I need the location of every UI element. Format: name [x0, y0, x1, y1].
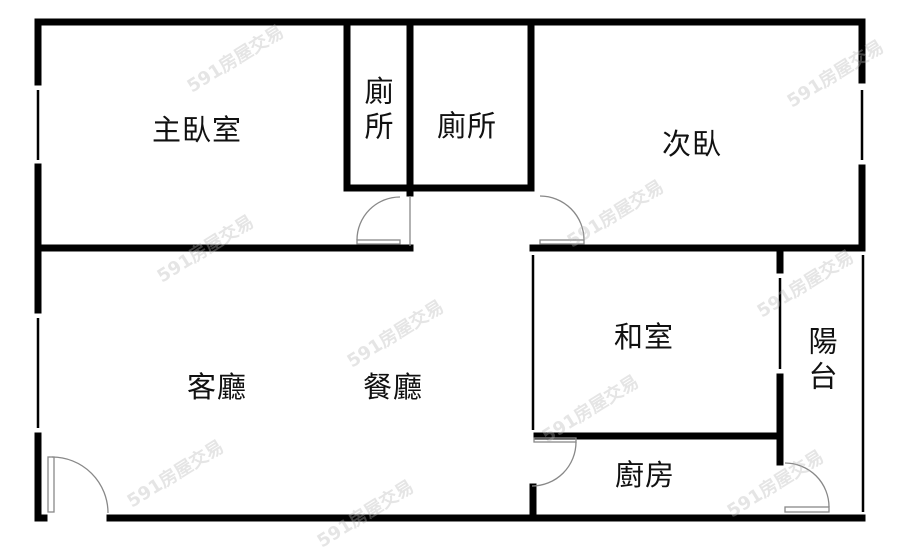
door-balcony [784, 462, 830, 513]
room-label-living-room: 客廳 [187, 370, 248, 404]
floor-plan [34, 18, 866, 522]
doors [47, 195, 830, 514]
room-label-balcony: 陽台 [804, 326, 838, 396]
door-master-bedroom [356, 196, 411, 246]
room-label-second-bedroom: 次臥 [662, 127, 723, 161]
door-second-bedroom [539, 195, 585, 245]
room-label-toilet-2: 廁所 [437, 109, 498, 143]
thin-walls-windows [36, 90, 865, 512]
room-label-kitchen: 廚房 [615, 458, 676, 492]
door-entrance [47, 456, 109, 514]
room-label-toilet-1: 廁所 [360, 76, 394, 146]
room-label-tatami-room: 和室 [614, 320, 675, 354]
room-label-master-bedroom: 主臥室 [152, 113, 243, 147]
door-kitchen [531, 437, 577, 487]
walls [34, 18, 866, 522]
room-label-dining-room: 餐廳 [363, 370, 424, 404]
